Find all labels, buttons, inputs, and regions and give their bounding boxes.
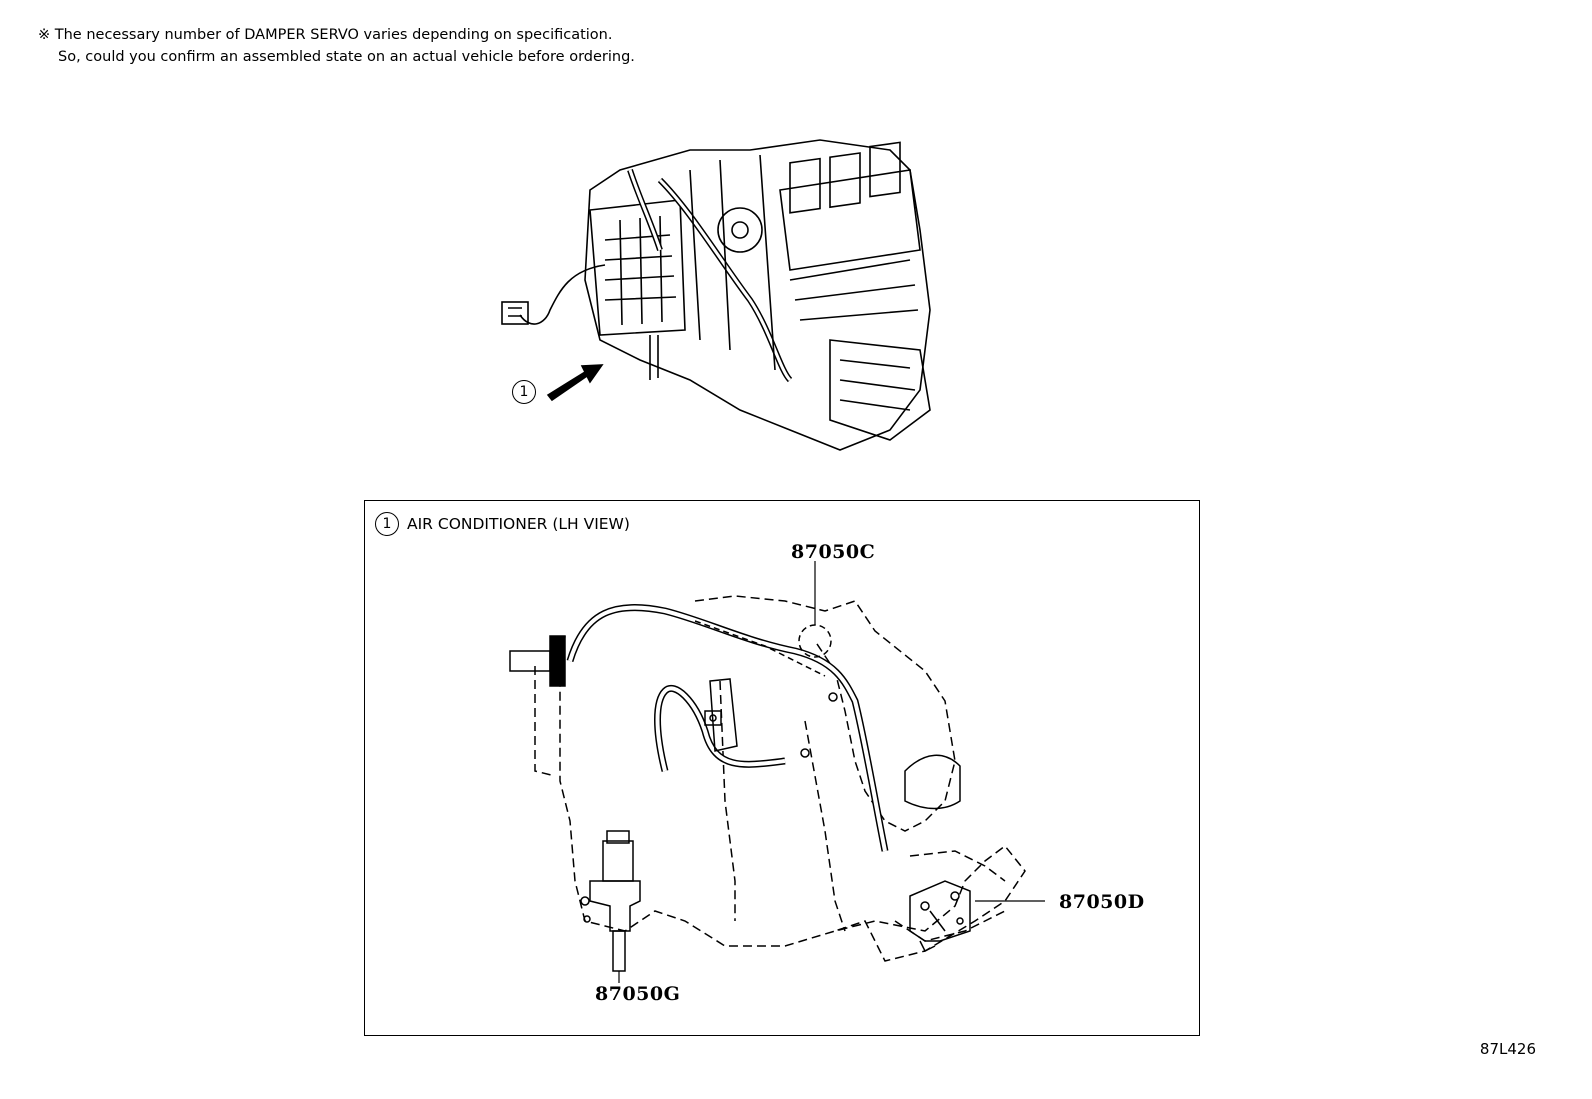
detail-view-title: 1 AIR CONDITIONER (LH VIEW) [375, 512, 630, 536]
air-conditioner-lh-view-drawing [509, 561, 1045, 983]
part-label-87050c[interactable]: 87050C [791, 541, 876, 563]
detail-view-title-text: AIR CONDITIONER (LH VIEW) [407, 515, 630, 533]
note-line-2: So, could you confirm an assembled state… [58, 49, 635, 65]
overview-callout-number: 1 [512, 380, 536, 404]
detail-view-box: 1 AIR CONDITIONER (LH VIEW) 87050C 87050… [364, 500, 1200, 1036]
part-label-87050g[interactable]: 87050G [595, 983, 681, 1005]
part-label-87050d[interactable]: 87050D [1059, 891, 1145, 913]
detail-callout-number: 1 [375, 512, 399, 536]
note-line-1: ※ The necessary number of DAMPER SERVO v… [38, 27, 613, 43]
illustration-reference-code: 87L426 [1479, 1040, 1536, 1058]
overview-callout: 1 [512, 380, 544, 412]
specification-note: ※ The necessary number of DAMPER SERVO v… [38, 24, 635, 68]
air-conditioner-unit-illustration [501, 139, 931, 451]
